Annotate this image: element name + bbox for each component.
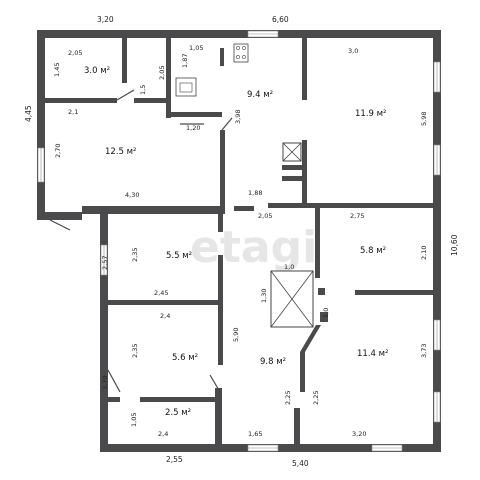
- watermark: etagi: [190, 222, 317, 273]
- room-area: 9.8 м²: [260, 357, 286, 367]
- dimension-label: 2,75: [350, 212, 364, 220]
- dimension-label: 3,20: [352, 430, 366, 438]
- room-area: 5.6 м²: [172, 353, 198, 363]
- dimension-label: 3,20: [97, 15, 114, 24]
- dimension-label: 1,65: [248, 430, 262, 438]
- dimension-label: 2,4: [158, 430, 168, 438]
- room-area: 5.8 м²: [360, 246, 386, 256]
- dimension-label: 4,30: [125, 191, 139, 199]
- dimension-label: 2,45: [154, 289, 168, 297]
- wall-left-upper: [37, 30, 45, 220]
- dimension-label: 2,70: [54, 144, 62, 158]
- room-area: 2.5 м²: [165, 408, 191, 418]
- dimension-label: 3,73: [420, 344, 428, 358]
- dimension-labels: 3,20 6,60 2,05 1,05 3,0 1,45 1,87 2,05 1…: [24, 15, 459, 468]
- dimension-label: 1,88: [248, 189, 262, 197]
- dimension-label: 1,87: [181, 54, 189, 68]
- dimension-label: 3,0: [348, 47, 358, 55]
- dimension-label: 2,10: [420, 246, 428, 260]
- windows: [37, 30, 441, 452]
- dimension-label: 1,30: [260, 289, 268, 303]
- wall-right: [433, 30, 441, 452]
- dimension-label: 2,05: [158, 66, 166, 80]
- dimension-label: 2,1: [68, 108, 78, 116]
- dimension-label: 1,05: [189, 44, 203, 52]
- dimension-label: 10,60: [450, 234, 459, 256]
- dimension-label: 2,55: [166, 455, 183, 464]
- wall-left-lower: [100, 206, 108, 452]
- interior-walls: [45, 38, 433, 444]
- dimension-label: 5,98: [420, 112, 428, 126]
- room-area: 5.5 м²: [166, 251, 192, 261]
- dimension-label: 6,60: [272, 15, 289, 24]
- dimension-label: 3,98: [234, 110, 242, 124]
- dimension-label: 2,35: [131, 344, 139, 358]
- dimension-label: 3,70: [101, 376, 109, 390]
- wall-top: [37, 30, 441, 38]
- dimension-label: 2,4: [160, 312, 170, 320]
- room-areas: 3.0 м² 9.4 м² 11.9 м² 12.5 м² 5.5 м² 5.8…: [84, 66, 388, 418]
- dimension-label: 2,05: [68, 49, 82, 57]
- dimension-label: 2,25: [284, 391, 292, 405]
- dimension-label: 1,0: [322, 308, 330, 318]
- dimension-label: 5,40: [292, 459, 309, 468]
- dimension-label: 1,5: [139, 85, 147, 95]
- dimension-label: 5,90: [232, 328, 240, 342]
- dimension-label: 2,25: [312, 391, 320, 405]
- room-area: 11.9 м²: [355, 109, 386, 119]
- dimension-label: 2,05: [258, 212, 272, 220]
- dimension-label: 2,35: [131, 248, 139, 262]
- sink-icon: [175, 77, 197, 97]
- wall-step-left: [37, 212, 82, 220]
- room-area: 12.5 м²: [105, 147, 136, 157]
- room-area: 9.4 м²: [247, 90, 273, 100]
- door-lines: [49, 89, 233, 393]
- stove-icon: [233, 43, 249, 63]
- fixtures: [175, 43, 314, 328]
- room-area: 11.4 м²: [357, 349, 388, 359]
- room-area: 3.0 м²: [84, 66, 110, 76]
- dimension-label: 1,05: [130, 413, 138, 427]
- dimension-label: 2,57: [101, 256, 109, 270]
- dimension-label: 1,45: [53, 63, 61, 77]
- dimension-label: 1,0: [284, 263, 294, 271]
- dimension-label: 4,45: [24, 105, 33, 122]
- dimension-label: 1,20: [186, 124, 200, 132]
